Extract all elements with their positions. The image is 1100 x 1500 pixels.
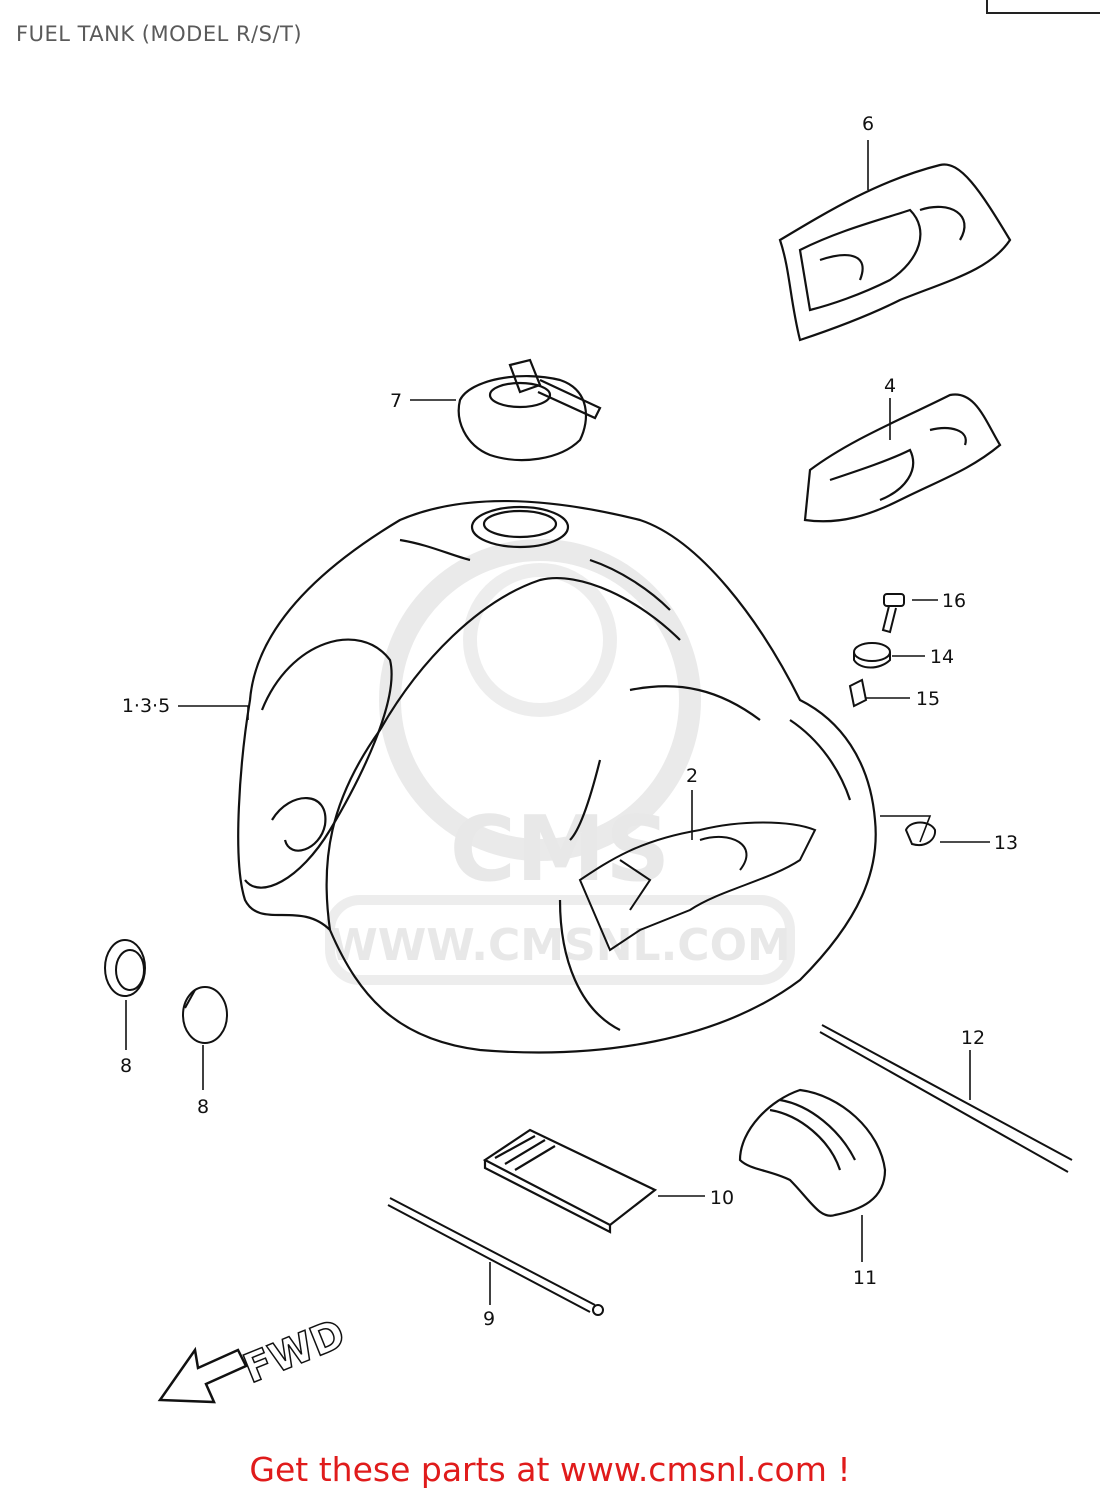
callout-9: 9 [483, 1308, 495, 1330]
watermark-url: WWW.CMSNL.COM [329, 920, 791, 971]
strap-12[interactable] [819, 1024, 1073, 1173]
pad-10[interactable] [482, 1128, 658, 1234]
callout-14: 14 [930, 646, 954, 668]
cover-11[interactable] [738, 1088, 887, 1217]
forward-arrow-icon: FWD [157, 1310, 352, 1404]
cap-8-left[interactable] [104, 939, 146, 997]
callout-11: 11 [853, 1267, 877, 1289]
decal-dr-small[interactable] [803, 393, 1002, 523]
promo-link[interactable]: Get these parts at www.cmsnl.com ! [249, 1450, 851, 1489]
callout-4: 4 [884, 375, 896, 397]
fwd-label: FWD [237, 1311, 351, 1393]
callout-13: 13 [994, 832, 1018, 854]
corner-frame [986, 0, 1100, 14]
callout-6: 6 [862, 113, 874, 135]
cap-8-right[interactable] [182, 986, 228, 1044]
bolt-16[interactable] [881, 593, 905, 634]
watermark-logo-text: CMS [450, 797, 670, 902]
callout-8-right: 8 [197, 1096, 209, 1118]
callout-1-3-5: 1·3·5 [122, 695, 170, 717]
leader-lines [125, 140, 990, 1305]
callout-2: 2 [686, 765, 698, 787]
cushion-13[interactable] [904, 821, 937, 846]
callout-12: 12 [961, 1027, 985, 1049]
callout-16: 16 [942, 590, 966, 612]
parts-diagram: CMS WWW.CMSNL.COM [104, 113, 1073, 1404]
washer-14[interactable] [853, 642, 891, 669]
fuel-cap[interactable] [457, 358, 602, 462]
callout-10: 10 [710, 1187, 734, 1209]
callout-15: 15 [916, 688, 940, 710]
decal-dr-large[interactable] [778, 163, 1012, 342]
tank-emblem-dr[interactable] [578, 821, 817, 952]
callout-8-left: 8 [120, 1055, 132, 1077]
collar-15[interactable] [848, 678, 868, 708]
callout-7: 7 [390, 390, 402, 412]
callouts: 6 7 4 1·3·5 2 16 14 15 13 8 8 12 10 11 9 [120, 113, 1018, 1330]
band-9[interactable] [387, 1197, 604, 1316]
page-title: FUEL TANK (MODEL R/S/T) [16, 22, 303, 46]
fuel-tank[interactable] [237, 499, 877, 1054]
